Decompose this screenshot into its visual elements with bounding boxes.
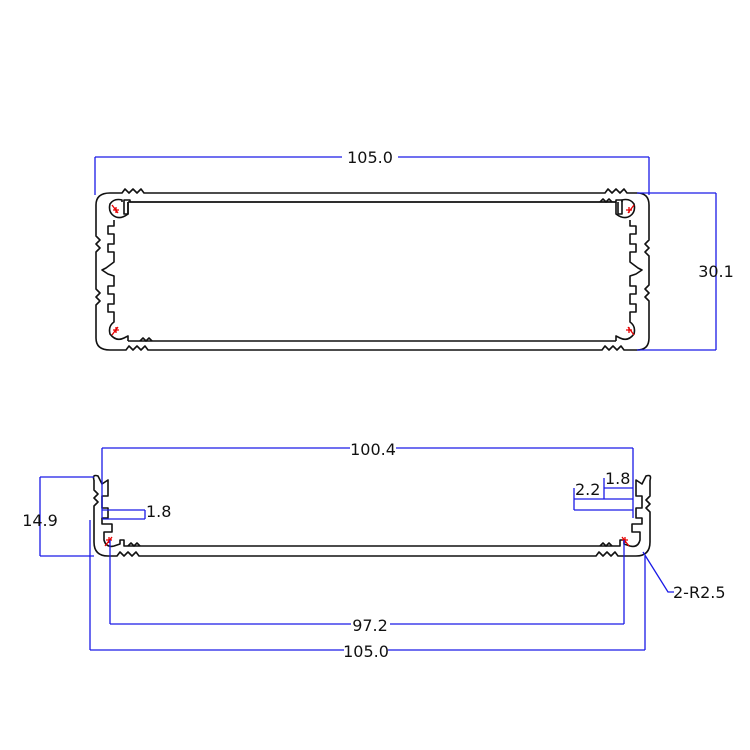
front-width-label: 105.0 xyxy=(347,148,393,167)
front-height-label: 30.1 xyxy=(698,262,734,281)
inner-serration-top-right xyxy=(599,198,613,203)
right-inner-wall xyxy=(615,198,643,341)
enclosure-outer-outline xyxy=(95,188,650,351)
shell-inner-outline xyxy=(92,474,652,548)
screw-span-label: 97.2 xyxy=(352,616,388,635)
dimension-inner-width: 100.4 xyxy=(101,440,634,518)
screw-hole-marks xyxy=(111,204,635,336)
half-shell-view: 100.4 14.9 1.8 2.2 1.8 97.2 105.0 xyxy=(22,440,725,661)
shell-inner-serration-left xyxy=(127,542,141,547)
shell-outer-outline xyxy=(93,480,651,557)
shell-height-label: 14.9 xyxy=(22,511,58,530)
radius-callout: 2-R2.5 xyxy=(642,551,726,602)
left-inner-wall xyxy=(101,198,129,341)
right-slot-label-b: 1.8 xyxy=(605,469,630,488)
inner-width-label: 100.4 xyxy=(350,440,396,459)
dimension-overall-width: 105.0 xyxy=(89,520,646,661)
dimension-front-height: 30.1 xyxy=(637,192,734,351)
inner-serration-bottom-left xyxy=(139,337,153,342)
dimension-right-slot: 2.2 1.8 xyxy=(573,469,633,511)
overall-width-label: 105.0 xyxy=(343,642,389,661)
shell-inner-serration-right xyxy=(599,542,613,547)
dimension-left-slot: 1.8 xyxy=(102,502,171,521)
dimension-screw-span: 97.2 xyxy=(109,540,625,635)
dimension-shell-height: 14.9 xyxy=(22,476,94,557)
left-slot-label: 1.8 xyxy=(146,502,171,521)
right-slot-label-a: 2.2 xyxy=(575,480,600,499)
shell-screw-marks xyxy=(104,536,630,547)
front-view: 105.0 30.1 xyxy=(94,148,734,351)
radius-label: 2-R2.5 xyxy=(673,583,726,602)
dimension-front-width: 105.0 xyxy=(94,148,650,195)
